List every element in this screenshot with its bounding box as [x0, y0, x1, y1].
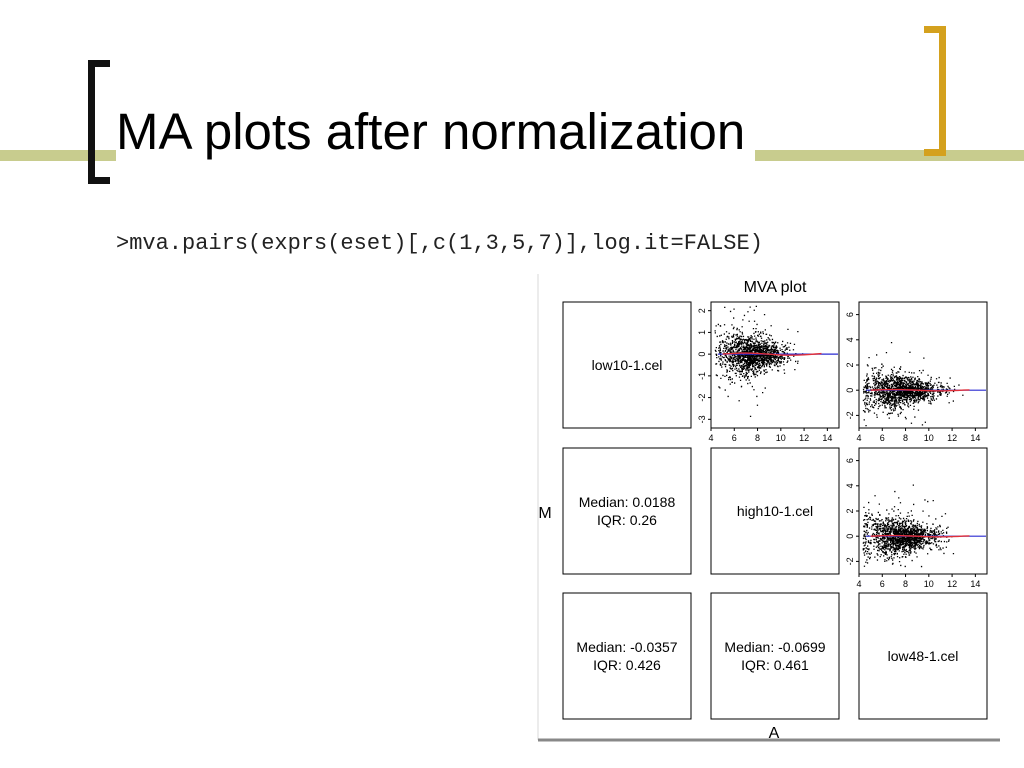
y-tick-label-1-2--3: -3	[697, 415, 707, 423]
x-tick-label-1-3-10: 10	[924, 433, 934, 443]
x-tick-label-2-3-12: 12	[947, 579, 957, 589]
x-tick-label-2-3-8: 8	[903, 579, 908, 589]
y-tick-label-2-3-6: 6	[845, 458, 855, 463]
median-text-2-1: Median: 0.0188	[579, 494, 676, 510]
x-tick-label-1-3-4: 4	[856, 433, 861, 443]
diagonal-panel-3	[858, 592, 988, 720]
loess-curve-2-3	[870, 534, 970, 538]
y-tick-label-1-2-2: 2	[697, 308, 707, 313]
x-axis-label: A	[769, 725, 780, 742]
y-axis-label: M	[538, 505, 551, 522]
x-tick-label-1-3-8: 8	[903, 433, 908, 443]
y-tick-label-2-3-4: 4	[845, 483, 855, 488]
stats-panel-2-1	[562, 447, 692, 575]
x-tick-label-1-2-12: 12	[799, 433, 809, 443]
diagonal-label-1: low10-1.cel	[592, 357, 663, 373]
y-tick-label-2-3-0: 0	[845, 534, 855, 539]
x-tick-label-1-3-12: 12	[947, 433, 957, 443]
diagonal-panel-1	[562, 301, 692, 429]
y-tick-label-1-2--1: -1	[697, 372, 707, 380]
iqr-text-3-2: IQR: 0.461	[741, 657, 809, 673]
scatter-points-1-2	[714, 305, 838, 417]
left-bracket-decoration	[88, 60, 110, 184]
x-tick-label-1-2-14: 14	[822, 433, 832, 443]
x-tick-label-1-2-8: 8	[755, 433, 760, 443]
y-tick-label-1-3--2: -2	[845, 411, 855, 419]
x-tick-label-2-3-6: 6	[880, 579, 885, 589]
y-tick-label-1-2-1: 1	[697, 330, 707, 335]
y-tick-label-1-3-6: 6	[845, 312, 855, 317]
y-tick-label-1-3-2: 2	[845, 362, 855, 367]
x-tick-label-1-2-4: 4	[708, 433, 713, 443]
x-tick-label-1-2-10: 10	[776, 433, 786, 443]
stats-panel-3-2	[710, 592, 840, 720]
scatter-points-2-3	[862, 484, 986, 568]
loess-curve-1-2	[722, 352, 822, 356]
x-tick-label-2-3-10: 10	[924, 579, 934, 589]
right-bracket-decoration	[924, 26, 946, 156]
x-tick-label-1-3-6: 6	[880, 433, 885, 443]
y-tick-label-2-3-2: 2	[845, 508, 855, 513]
x-tick-label-2-3-4: 4	[856, 579, 861, 589]
diagonal-panel-2	[710, 447, 840, 575]
panel-grid: low10-1.cel high10-1.cel low48-1.cel Median…	[562, 301, 988, 720]
scatter-panel-1-3	[858, 301, 988, 429]
scatter-dots-1-3	[862, 342, 964, 427]
chart-title: MVA plot	[744, 279, 807, 296]
slide-title: MA plots after normalization	[116, 100, 756, 164]
scatter-points-1-3	[862, 342, 986, 427]
y-tick-label-1-2-0: 0	[697, 352, 707, 357]
median-text-3-2: Median: -0.0699	[724, 639, 825, 655]
mva-plot-svg: MVA plot M A low10-1.cel high10-1.cel low4…	[537, 274, 1000, 742]
x-tick-label-2-3-14: 14	[970, 579, 980, 589]
x-tick-label-1-2-6: 6	[732, 433, 737, 443]
median-text-3-1: Median: -0.0357	[576, 639, 677, 655]
iqr-text-3-1: IQR: 0.426	[593, 657, 661, 673]
code-command: >mva.pairs(exprs(eset)[,c(1,3,5,7)],log.…	[116, 231, 763, 256]
diagonal-label-3: low48-1.cel	[888, 648, 959, 664]
y-tick-label-1-2--2: -2	[697, 394, 707, 402]
stats-panel-3-1	[562, 592, 692, 720]
iqr-text-2-1: IQR: 0.26	[597, 512, 657, 528]
diagonal-label-2: high10-1.cel	[737, 503, 813, 519]
y-tick-label-2-3--2: -2	[845, 557, 855, 565]
loess-curve-1-3	[870, 388, 970, 392]
scatter-dots-2-3	[862, 484, 955, 568]
y-tick-label-1-3-4: 4	[845, 337, 855, 342]
scatter-dots-1-2	[714, 305, 804, 417]
x-tick-label-1-3-14: 14	[970, 433, 980, 443]
y-tick-label-1-3-0: 0	[845, 388, 855, 393]
mva-plot-figure: MVA plot M A low10-1.cel high10-1.cel low4…	[530, 268, 1004, 746]
